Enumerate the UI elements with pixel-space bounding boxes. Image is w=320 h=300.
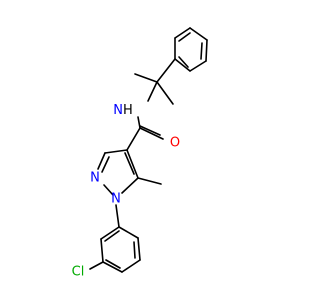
bond-inner bbox=[200, 42, 203, 60]
molecule-svg: NH O N N Cl bbox=[72, 27, 208, 280]
bond bbox=[121, 177, 139, 194]
bond bbox=[139, 125, 161, 136]
isopropyl-linker bbox=[134, 58, 176, 105]
bond bbox=[97, 152, 106, 170]
bond bbox=[205, 39, 208, 62]
bond bbox=[101, 156, 110, 173]
bond-inner bbox=[104, 230, 120, 242]
bond bbox=[100, 226, 120, 240]
pyrazole-nitrogen-2-label: N bbox=[90, 171, 100, 186]
molecule-structure-diagram: NH O N N Cl bbox=[72, 27, 208, 280]
bond bbox=[100, 238, 104, 263]
bond bbox=[174, 27, 191, 39]
pyrazole-ring bbox=[97, 149, 139, 196]
amine-nitrogen-label: NH bbox=[113, 103, 133, 118]
bond bbox=[121, 259, 141, 273]
bond bbox=[124, 152, 135, 175]
chlorophenyl-ring bbox=[100, 226, 141, 273]
bond bbox=[147, 81, 158, 102]
methyl-bond bbox=[137, 177, 162, 185]
atom-N: N bbox=[113, 103, 123, 118]
bond bbox=[189, 60, 207, 72]
bond bbox=[118, 226, 139, 239]
bond-inner bbox=[178, 32, 191, 42]
bond bbox=[174, 58, 191, 72]
bond-inner bbox=[178, 56, 189, 68]
bond-inner bbox=[133, 241, 136, 259]
bond bbox=[137, 237, 141, 261]
bond-inner bbox=[105, 259, 121, 269]
bond bbox=[139, 127, 164, 140]
amide-group bbox=[126, 116, 164, 151]
bond bbox=[189, 27, 208, 41]
atom-H: H bbox=[123, 103, 133, 118]
bond bbox=[156, 58, 176, 83]
oxygen-label: O bbox=[170, 136, 180, 151]
bond bbox=[126, 127, 141, 151]
bond bbox=[103, 184, 114, 196]
pyrazole-nitrogen-1-label: N bbox=[111, 192, 121, 207]
phenyl-ring-top bbox=[174, 27, 208, 72]
chlorine-label: Cl bbox=[72, 265, 85, 280]
bond bbox=[102, 261, 123, 273]
bond bbox=[104, 149, 128, 154]
bond bbox=[126, 149, 139, 179]
bond bbox=[115, 204, 120, 228]
bond bbox=[89, 261, 104, 270]
bond bbox=[156, 81, 174, 105]
bond bbox=[134, 73, 158, 83]
